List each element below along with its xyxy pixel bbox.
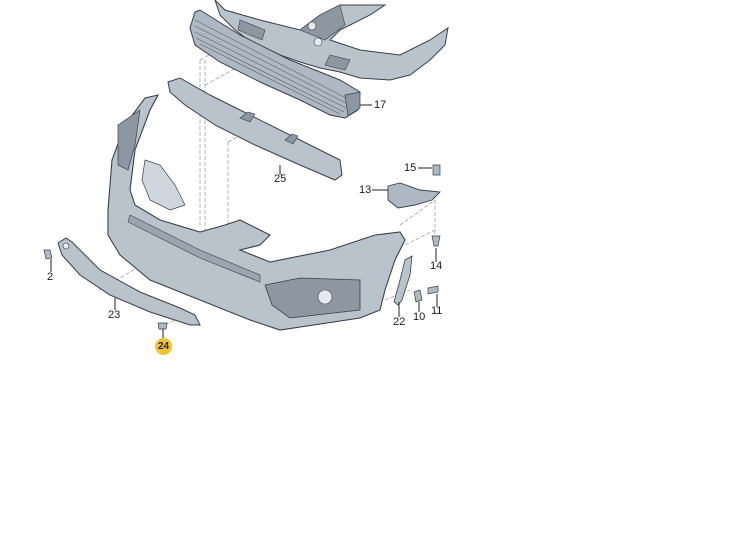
clip-15-shape xyxy=(432,164,441,176)
callout-11: 11 xyxy=(431,305,443,317)
side-guide-part xyxy=(393,255,413,306)
callout-17: 17 xyxy=(374,99,387,111)
cap-2-shape xyxy=(43,249,53,260)
callout-15: 15 xyxy=(404,162,417,174)
callout-25: 25 xyxy=(274,173,287,185)
nut-10-shape xyxy=(413,289,423,303)
callout-24-highlighted: 24 xyxy=(155,338,172,355)
callout-23: 23 xyxy=(108,309,121,321)
clip-24-shape xyxy=(157,322,168,330)
bumper-cover-part xyxy=(107,94,406,331)
reinforcement-part xyxy=(167,77,343,181)
callout-10: 10 xyxy=(413,311,426,323)
grille-part xyxy=(189,9,361,119)
callout-13: 13 xyxy=(359,184,372,196)
callout-14: 14 xyxy=(430,260,443,272)
screw-11-shape xyxy=(427,285,439,295)
screw-14-shape xyxy=(431,235,441,247)
callout-2: 2 xyxy=(47,271,54,283)
lower-trim-part xyxy=(57,237,201,326)
bracket-part xyxy=(387,182,441,209)
carrier-frame-part xyxy=(214,0,449,81)
callout-22: 22 xyxy=(393,316,406,328)
leader-lines xyxy=(50,104,438,339)
fasteners xyxy=(43,164,441,330)
